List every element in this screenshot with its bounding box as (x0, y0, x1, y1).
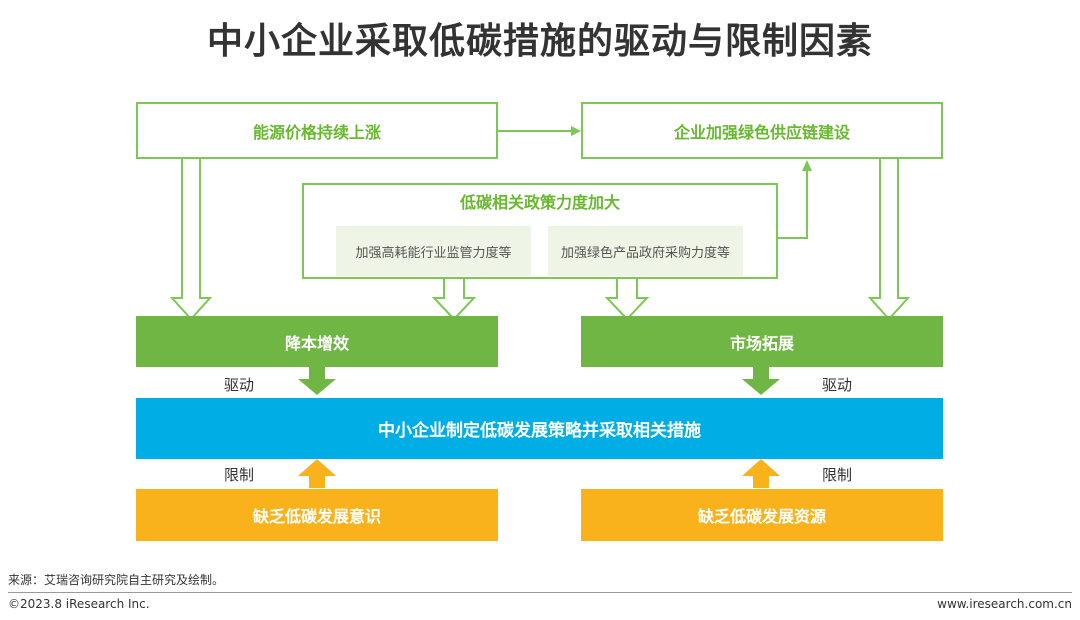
market-expansion-label: 市场拓展 (729, 333, 794, 353)
footer-divider (8, 592, 1072, 593)
policy-sub-label-1: 加强高耗能行业监管力度等 (355, 245, 512, 261)
energy-price-label: 能源价格持续上涨 (252, 122, 381, 142)
supply-chain-label: 企业加强绿色供应链建设 (673, 122, 850, 142)
policy-sub-label-2: 加强绿色产品政府采购力度等 (560, 245, 730, 261)
central-strategy-bar: 中小企业制定低碳发展策略并采取相关措施 (136, 398, 943, 459)
market-expansion-box: 市场拓展 (581, 316, 943, 367)
hollow-arrow-policy-to-cost (431, 277, 477, 321)
cost-efficiency-label: 降本增效 (284, 333, 349, 353)
arrowhead-policy-to-supply (802, 160, 812, 171)
lack-awareness-box: 缺乏低碳发展意识 (136, 489, 498, 541)
limit-label-right: 限制 (822, 466, 853, 484)
source-note: 来源：艾瑞咨询研究院自主研究及绘制。 (8, 573, 225, 587)
limit-label-left: 限制 (224, 466, 255, 484)
policy-sub-box-1: 加强高耗能行业监管力度等 (336, 226, 531, 276)
hollow-arrow-supply-to-market (867, 151, 911, 321)
policy-title: 低碳相关政策力度加大 (459, 193, 620, 212)
lack-awareness-label: 缺乏低碳发展意识 (252, 507, 381, 526)
drive-label-right: 驱动 (822, 376, 853, 394)
supply-chain-box: 企业加强绿色供应链建设 (581, 102, 943, 159)
drive-label-left: 驱动 (224, 376, 255, 394)
cost-efficiency-box: 降本增效 (136, 316, 498, 367)
limit-arrow-right (742, 459, 780, 488)
limit-arrow-left (298, 459, 336, 488)
arrow-policy-to-supply (778, 170, 808, 239)
copyright-text: ©2023.8 iResearch Inc. (8, 597, 150, 611)
arrowhead-energy-to-supply (571, 126, 581, 136)
hollow-arrow-policy-to-market (604, 277, 650, 321)
central-strategy-label: 中小企业制定低碳发展策略并采取相关措施 (378, 421, 701, 441)
drive-arrow-right (742, 367, 780, 395)
page-title: 中小企业采取低碳措施的驱动与限制因素 (206, 21, 873, 62)
lack-resources-label: 缺乏低碳发展资源 (697, 507, 826, 526)
website-url: www.iresearch.com.cn (937, 597, 1072, 611)
hollow-arrow-energy-to-cost (169, 151, 213, 321)
lack-resources-box: 缺乏低碳发展资源 (581, 489, 943, 541)
energy-price-box: 能源价格持续上涨 (136, 102, 498, 159)
drive-arrow-left (298, 367, 336, 395)
policy-sub-box-2: 加强绿色产品政府采购力度等 (548, 226, 743, 276)
